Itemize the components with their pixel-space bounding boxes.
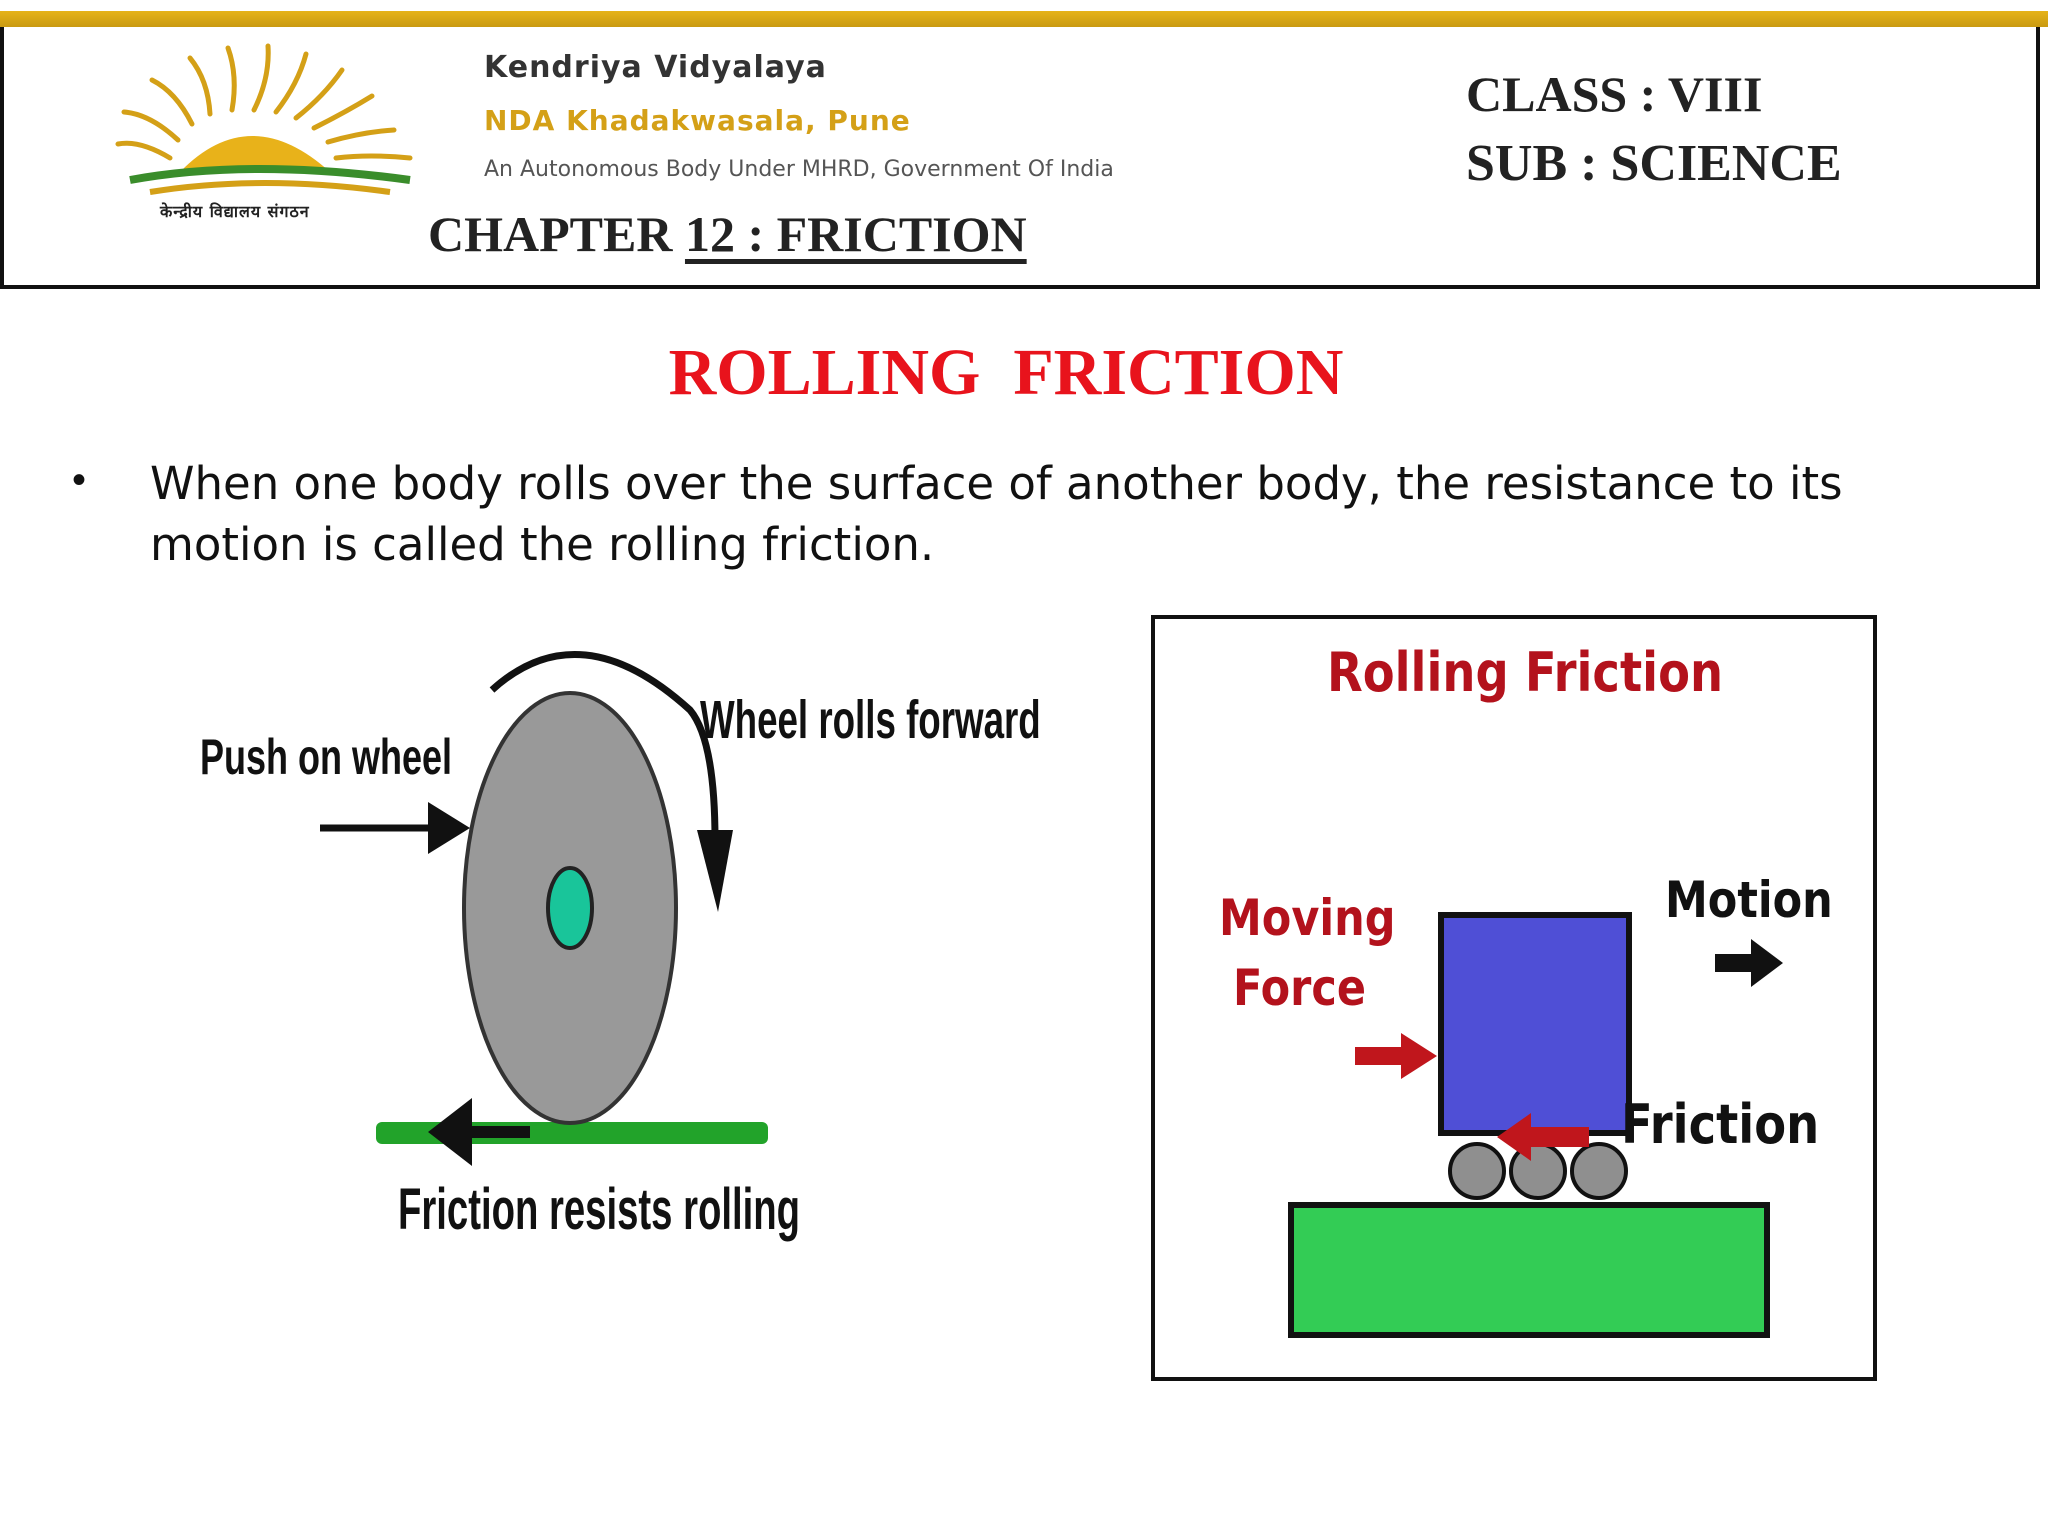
motion-arrow-head [1751,939,1783,987]
logo-caption: केन्द्रीय विद्यालय संगठन [160,202,310,221]
friction-arrow-head-r [1497,1113,1531,1161]
rolling-friction-title: Rolling Friction [1326,641,1724,704]
motion-label: Motion [1665,871,1833,929]
slide-title: ROLLING FRICTION [668,336,1344,409]
moving-force-arrow-head [1401,1033,1437,1079]
motion-arrow-shaft [1715,954,1753,972]
roll-arrow [489,650,719,841]
push-label: Push on wheel [200,729,453,785]
rolling-friction-drawing [1288,912,1783,1338]
class-label: CLASS : VIII [1466,66,1763,122]
org-subtitle: An Autonomous Body Under MHRD, Governmen… [484,157,1114,182]
chapter-title: 12 : FRICTION [684,206,1027,262]
friction-arrow-shaft-r [1527,1127,1589,1147]
roll-arrow-head [697,830,733,912]
roller-1 [1448,1142,1506,1200]
friction-label-right: Friction [1621,1093,1820,1156]
force-label: Force [1233,959,1367,1017]
moving-force-arrow-shaft [1355,1047,1403,1065]
base-block [1288,1202,1770,1338]
org-place: NDA Khadakwasala, Pune [484,104,911,137]
org-name: Kendriya Vidyalaya [484,50,827,85]
top-band [0,0,2048,11]
roller-3 [1570,1142,1628,1200]
push-arrow-head [428,802,470,854]
wheel-hub [546,866,594,950]
chapter-heading: CHAPTER 12 : FRICTION [428,205,1027,263]
moving-block [1438,912,1632,1136]
kv-sun-logo-icon [115,43,413,195]
roll-label: Wheel rolls forward [700,690,1041,750]
subject-label: SUB : SCIENCE [1466,135,1842,192]
rolling-friction-diagram: Rolling Friction Moving Force Motion Fri… [1151,615,1877,1381]
chapter-prefix: CHAPTER [428,206,685,262]
friction-arrow-head [428,1098,472,1166]
bullet-text: When one body rolls over the surface of … [150,457,1843,571]
wheel-diagram [320,650,768,1166]
moving-label: Moving [1219,889,1396,947]
bullet-icon: • [72,458,87,502]
header-gold-bar [0,11,2048,27]
friction-label: Friction resists rolling [398,1177,801,1242]
